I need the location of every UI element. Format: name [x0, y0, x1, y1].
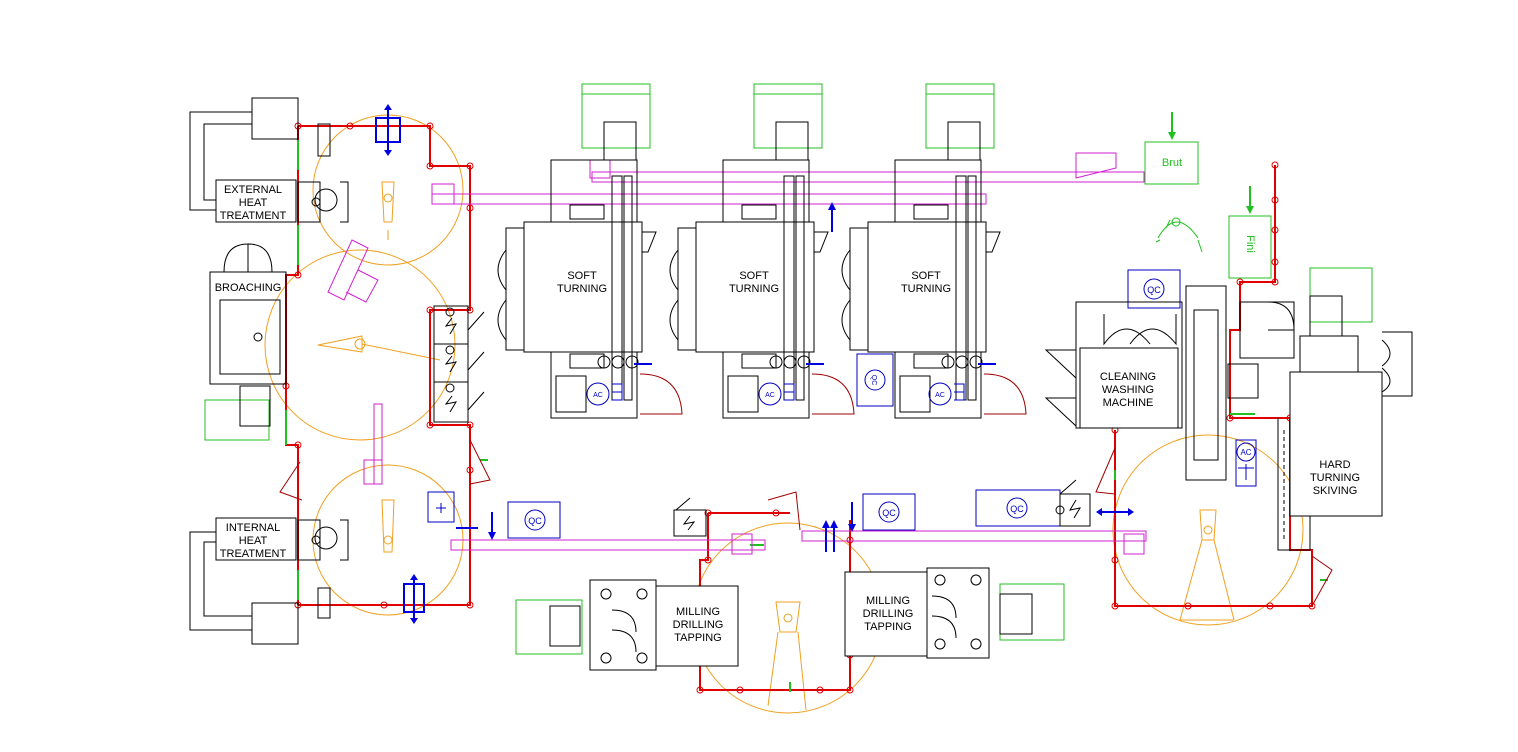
cleaning-label-1: CLEANING: [1100, 371, 1156, 383]
qc-station-left: QC: [427, 491, 561, 539]
external-heat-treatment-label-1: EXTERNAL: [224, 184, 282, 196]
internal-heat-treatment-machine: INTERNAL HEAT TREATMENT: [189, 517, 349, 645]
green-buffer-links: [285, 140, 1328, 692]
access-doors: [279, 439, 1333, 607]
milling-1-label-2: DRILLING: [673, 619, 724, 631]
soft-turning-machine-3: AC SOFT TURNING: [841, 83, 1027, 419]
ac-label-3: AC: [935, 392, 945, 399]
cleaning-washing-machine: QC CLEANING WASHING MACHINE: [1044, 269, 1183, 429]
hard-turning-label-2: TURNING: [1310, 472, 1360, 484]
robot-cell-broaching: [264, 249, 456, 441]
soft-turning-3-label-2: TURNING: [901, 283, 951, 295]
soft-turning-3-label-1: SOFT: [911, 270, 941, 282]
soft-turning-2-label-1: SOFT: [739, 270, 769, 282]
qc-label-soft-turning: QC: [870, 375, 877, 386]
qc-station-middle: QC: [862, 493, 916, 531]
soft-turning-2-label-2: TURNING: [729, 283, 779, 295]
flow-arrows: [375, 104, 1134, 624]
external-heat-treatment-label-2: HEAT: [239, 197, 268, 209]
milling-machine-1: MILLING DRILLING TAPPING: [515, 497, 739, 671]
milling-1-label-3: TAPPING: [674, 632, 721, 644]
gantry-internal: [363, 403, 383, 485]
milling-machine-2: MILLING DRILLING TAPPING: [844, 567, 1065, 659]
qc-station-soft-turning: QC: [856, 353, 894, 407]
ac-label-hard: AC: [1240, 448, 1251, 457]
soft-turning-machine-1: AC SOFT TURNING: [497, 83, 683, 419]
cleaning-label-3: MACHINE: [1103, 397, 1154, 409]
soft-turning-machine-2: AC SOFT TURNING: [669, 83, 855, 419]
internal-heat-treatment-label-1: INTERNAL: [226, 522, 280, 534]
external-heat-treatment-label-3: TREATMENT: [220, 210, 287, 222]
gantry-broaching: [327, 239, 379, 303]
hard-turning-label-3: SKIVING: [1313, 485, 1358, 497]
raw-label: Brut: [1162, 157, 1182, 169]
internal-heat-treatment-label-2: HEAT: [239, 535, 268, 547]
electrical-cabinets-left: [433, 305, 485, 423]
gantry-bottom: [450, 530, 1147, 555]
soft-turning-1-label-2: TURNING: [557, 283, 607, 295]
ac-label-2: AC: [765, 392, 775, 399]
robot-cell-internal-ht: [312, 464, 464, 616]
broaching-label: BROACHING: [215, 282, 282, 294]
milling-1-label-1: MILLING: [676, 606, 720, 618]
milling-2-label-1: MILLING: [866, 595, 910, 607]
hard-turning-label-1: HARD: [1319, 459, 1350, 471]
broaching-storage: [204, 385, 271, 441]
gantry-top: [431, 152, 1145, 205]
finished-parts-output: Fini: [1228, 186, 1272, 279]
transfer-conveyor-vertical: [1185, 285, 1259, 481]
broaching-machine: BROACHING: [209, 243, 287, 385]
external-heat-treatment-machine: EXTERNAL HEAT TREATMENT: [189, 97, 349, 223]
qc-label-right: QC: [1010, 504, 1024, 514]
qc-label-middle: QC: [882, 508, 896, 518]
milling-2-label-3: TAPPING: [864, 621, 911, 633]
conveyor-left-loop: [282, 122, 474, 609]
qc-station-right: QC: [975, 479, 1091, 527]
hard-turning-skiving-machine: HARD TURNING SKIVING: [1239, 267, 1413, 551]
ac-label-1: AC: [593, 392, 603, 399]
finished-label: Fini: [1244, 235, 1256, 253]
milling-2-label-2: DRILLING: [863, 608, 914, 620]
qc-label-cleaning: QC: [1147, 285, 1161, 295]
robot-cell-hard-turning: [1112, 434, 1304, 626]
soft-turning-1-label-1: SOFT: [567, 270, 597, 282]
cleaning-label-2: WASHING: [1102, 384, 1154, 396]
qc-label-left: QC: [528, 516, 542, 526]
qc-station-hard-turning: AC: [1235, 439, 1257, 487]
operator-symbol: [1155, 217, 1203, 253]
internal-heat-treatment-label-3: TREATMENT: [220, 548, 287, 560]
raw-parts-input: Brut: [1144, 112, 1199, 185]
